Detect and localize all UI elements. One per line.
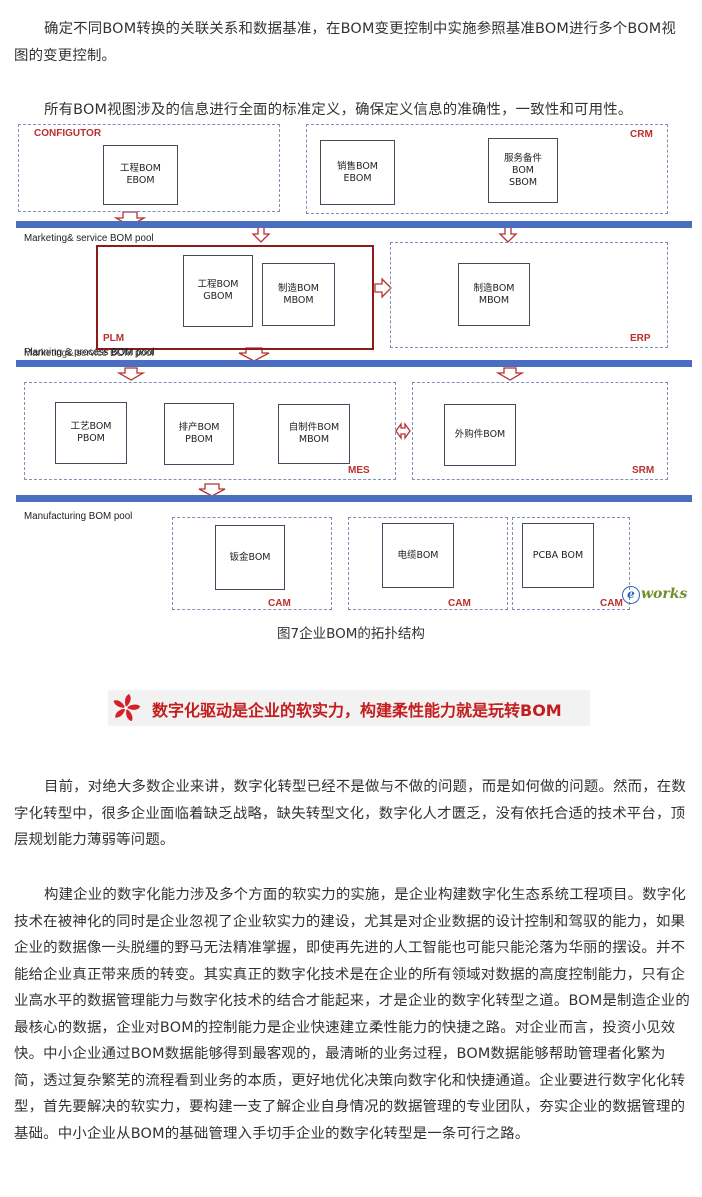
configurator-box [18,124,280,212]
pool-label-3: Manufacturing BOM pool [24,511,133,522]
erp-mbom-line1: 制造BOM [473,282,515,294]
plm-highlight-box [96,245,374,350]
cable-text: 电缆BOM [397,549,439,561]
arrow-down-mes [198,483,226,497]
pbom-box: 工艺BOM PBOM [55,402,127,464]
bom-topology-diagram: CONFIGUTOR 工程BOM EBOM CRM 销售BOM EBOM 服务备… [10,120,692,620]
intro-text-2: 所有BOM视图涉及的信息进行全面的标准定义，确保定义信息的准确性，一致性和可用性… [44,102,633,118]
pcba-bom-box: PCBA BOM [522,523,594,588]
eworks-logo-e: e [622,586,640,604]
pool-bar-1 [16,221,692,228]
bauhinia-flower-icon [113,694,141,722]
erp-mbom-box: 制造BOM MBOM [458,263,530,326]
pcba-text: PCBA BOM [532,549,584,561]
scheduling-line2: PBOM [185,434,213,445]
banner-title: 数字化驱动是企业的软实力，构建柔性能力就是玩转BOM [152,701,562,720]
pool-label-1: Marketing& service BOM pool [24,233,154,244]
service-line1: 服务备件 [503,152,542,164]
pbom-line1: 工艺BOM [70,421,112,432]
configurator-label: CONFIGUTOR [34,128,102,139]
purchased-bom-box: 外购件BOM [444,404,516,466]
srm-box [412,382,668,480]
plm-label: PLM [103,333,125,344]
gbom-line2: GBOM [203,291,233,302]
intro-paragraph-1: 确定不同BOM转换的关联关系和数据基准，在BOM变更控制中实施参照基准BOM进行… [14,16,690,69]
service-line3: SBOM [508,176,538,188]
scheduling-line1: 排产BOM [178,422,220,433]
arrow-right-plm-erp [374,277,392,299]
figure-caption: 图7企业BOM的拓扑结构 [277,626,425,642]
erp-box [390,242,668,348]
service-line2: BOM [511,164,535,176]
srm-label: SRM [632,465,655,476]
gbom-line1: 工程BOM [197,279,239,290]
intro-text-1: 确定不同BOM转换的关联关系和数据基准，在BOM变更控制中实施参照基准BOM进行… [14,21,676,64]
cam-label-3: CAM [600,598,623,609]
cam-label-1: CAM [268,598,291,609]
plm-mbom-line2: MBOM [283,294,314,306]
selfmade-bom-box: 自制件BOM MBOM [278,404,350,464]
body-paragraph-1: 目前，对绝大多数企业来讲，数字化转型已经不是做与不做的问题，而是如何做的问题。然… [14,774,690,854]
sales-line2: EBOM [343,172,372,184]
purchased-line1: 外购件BOM [454,429,506,440]
erp-mbom-line2: MBOM [478,294,510,306]
engineering-bom-box: 工程BOM EBOM [103,145,178,205]
plm-mbom-line1: 制造BOM [277,282,320,294]
scheduling-bom-box: 排产BOM PBOM [164,403,234,465]
body-text-1: 目前，对绝大多数企业来讲，数字化转型已经不是做与不做的问题，而是如何做的问题。然… [14,779,686,848]
cable-bom-box: 电缆BOM [382,523,454,588]
selfmade-line1: 自制件BOM [288,422,340,433]
crm-box [306,124,668,214]
service-bom-box: 服务备件 BOM SBOM [488,138,558,203]
pool-bar-3 [16,495,692,502]
selfmade-line2: MBOM [298,434,330,445]
sales-bom-box: 销售BOM EBOM [320,140,395,205]
crm-label: CRM [630,129,653,140]
plm-mbom-box: 制造BOM MBOM [262,263,335,326]
gbom-box: 工程BOM GBOM [183,255,253,327]
cam-label-2: CAM [448,598,471,609]
body-paragraph-2: 构建企业的数字化能力涉及多个方面的软实力的实施，是企业构建数字化生态系统工程项目… [14,882,690,1147]
ebom-line1: 工程BOM [119,163,162,174]
ebom-line2: EBOM [126,175,155,186]
sales-line1: 销售BOM [336,160,379,172]
arrow-left-right-mes-srm [395,421,411,441]
pbom-line2: PBOM [77,433,105,444]
pool-bar-2 [16,360,692,367]
intro-paragraph-2: 所有BOM视图涉及的信息进行全面的标准定义，确保定义信息的准确性，一致性和可用性… [14,97,690,124]
sheet-metal-text: 钣金BOM [229,551,271,563]
mes-box [24,382,396,480]
eworks-logo-text: works [641,586,688,602]
cam-box-1 [172,517,332,610]
arrow-down-plm-left [116,367,146,381]
section-banner: 数字化驱动是企业的软实力，构建柔性能力就是玩转BOM [108,690,590,726]
body-text-2: 构建企业的数字化能力涉及多个方面的软实力的实施，是企业构建数字化生态系统工程项目… [14,887,690,1142]
cam-box-3 [512,517,630,610]
pool-label-2a: Planning & process BOM pool [24,347,155,358]
cam-box-2 [348,517,508,610]
arrow-up-crm-left [251,226,271,243]
erp-label: ERP [630,333,651,344]
sheet-metal-bom-box: 钣金BOM [215,525,285,590]
mes-label: MES [348,465,370,476]
diagram-arrows [113,211,525,497]
arrow-up-crm-right [498,226,518,243]
pool-label-2b: Marketing& service BOM pool [24,348,154,359]
arrow-down-erp [495,367,525,381]
